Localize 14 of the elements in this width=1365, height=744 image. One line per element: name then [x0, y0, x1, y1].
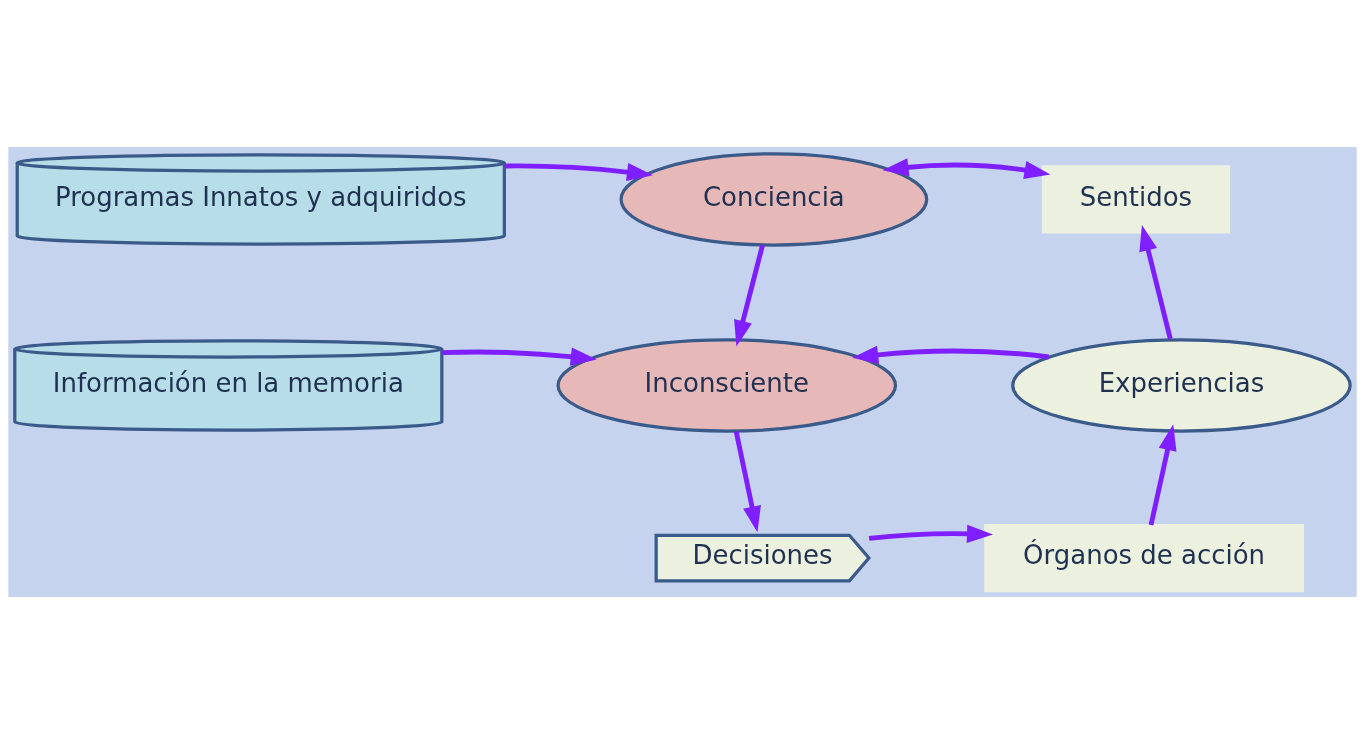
- node-ellipse: Conciencia: [619, 152, 929, 247]
- arrow: [733, 431, 761, 533]
- arrow: [734, 244, 765, 347]
- node-ellipse: Inconsciente: [556, 338, 898, 433]
- arrow: [868, 524, 993, 543]
- node-box: Sentidos: [1041, 165, 1231, 234]
- arrow: [504, 163, 653, 182]
- arrow: [1139, 224, 1173, 340]
- arrow: [882, 158, 1051, 180]
- arrow: [852, 345, 1050, 364]
- node-box: Órganos de acción: [984, 523, 1305, 593]
- node-ellipse: Experiencias: [1011, 338, 1352, 433]
- arrow: [1148, 424, 1177, 526]
- arrow: [441, 347, 597, 366]
